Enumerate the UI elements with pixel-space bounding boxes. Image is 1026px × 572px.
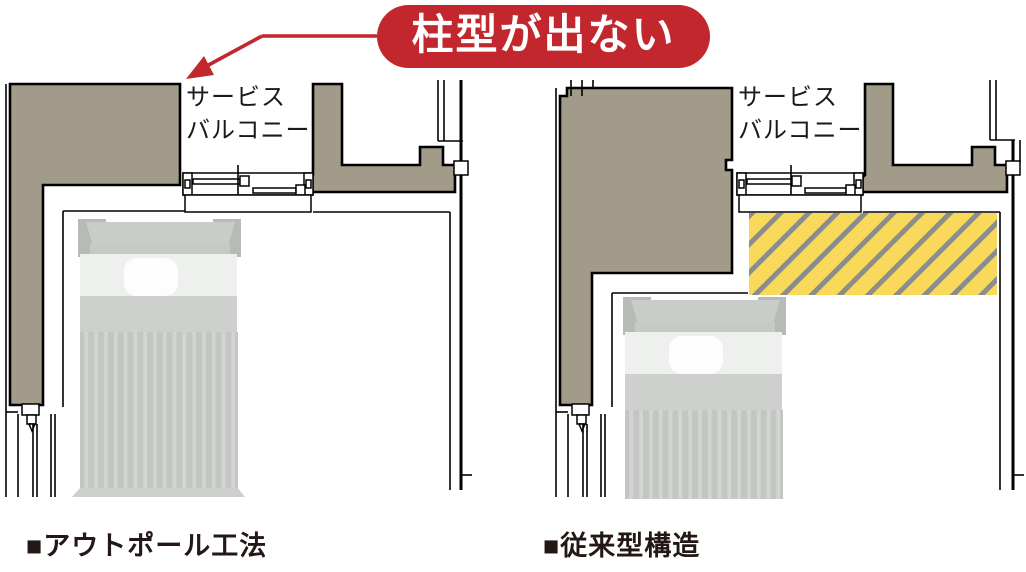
outer-wall-left <box>8 82 182 407</box>
bed-plan <box>72 219 245 497</box>
service-balcony-label-left: サービス バルコニー <box>186 82 311 148</box>
right-diagram-conventional <box>555 80 1024 499</box>
caption-conventional-structure: ■従来型構造 <box>543 531 701 561</box>
window-sash <box>736 165 864 213</box>
section-lines-right <box>437 80 472 490</box>
service-balcony-label-right: サービス バルコニー <box>738 82 863 148</box>
outer-column-right <box>858 82 1009 194</box>
outer-wall-right <box>558 86 734 407</box>
room-outline <box>5 84 451 497</box>
column-hatch-area <box>749 213 997 295</box>
service-balcony-line1: サービス <box>738 85 838 111</box>
leader-arrow-icon <box>186 34 377 79</box>
section-lines-right <box>989 80 1024 490</box>
callout-badge: 柱型が出ない <box>377 5 710 68</box>
room-outline <box>555 88 1001 497</box>
left-diagram-outpole <box>5 80 472 497</box>
outer-column-left <box>306 82 457 194</box>
wall-joint-lines <box>570 80 594 96</box>
service-balcony-line2: バルコニー <box>186 118 311 144</box>
caption-outpole-method: ■アウトポール工法 <box>26 531 268 561</box>
side-window-sash <box>556 403 606 497</box>
service-balcony-line2: バルコニー <box>738 118 863 144</box>
window-sash <box>182 165 314 213</box>
service-balcony-line1: サービス <box>186 85 286 111</box>
side-window-sash <box>6 403 56 497</box>
